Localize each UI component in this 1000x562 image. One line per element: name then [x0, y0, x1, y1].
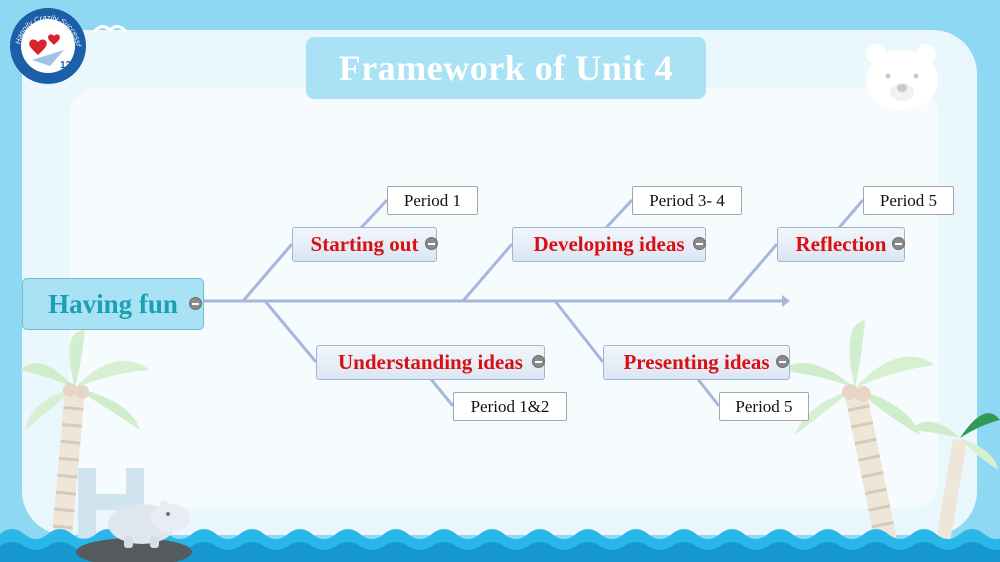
branch-label: Reflection	[795, 232, 887, 256]
content-panel	[70, 88, 938, 508]
branch-connector	[726, 243, 779, 302]
period-connector	[695, 377, 721, 407]
root-node-having-fun[interactable]: Having fun	[22, 278, 204, 330]
period-connector	[358, 198, 389, 231]
collapse-toggle-icon[interactable]	[693, 237, 706, 250]
collapse-toggle-icon[interactable]	[189, 297, 202, 310]
branch-starting-out[interactable]: Starting out	[292, 227, 437, 262]
branch-understanding-ideas[interactable]: Understanding ideas	[316, 345, 545, 380]
branch-developing-ideas[interactable]: Developing ideas	[512, 227, 706, 262]
period-label: Period 5	[879, 190, 938, 210]
palm-tree-icon	[20, 330, 150, 561]
collapse-toggle-icon[interactable]	[425, 237, 438, 250]
branch-presenting-ideas[interactable]: Presenting ideas	[603, 345, 790, 380]
period-connector	[836, 199, 865, 230]
logo-badge-number: 13	[60, 60, 72, 71]
collapse-toggle-icon[interactable]	[532, 355, 545, 368]
title-banner: Framework of Unit 4	[306, 37, 706, 99]
slide-title: Framework of Unit 4	[338, 48, 674, 88]
period-label: Period 5	[735, 396, 793, 416]
branch-label: Understanding ideas	[338, 350, 523, 374]
period-connector	[603, 198, 634, 231]
period-label: Period 1&2	[470, 396, 550, 416]
branch-connector	[263, 300, 318, 363]
spine-arrowhead	[782, 295, 790, 307]
seagull-icon	[92, 25, 128, 33]
school-logo: Happily Crazily Successfully 13	[8, 6, 86, 84]
branch-label: Developing ideas	[533, 232, 685, 256]
branch-label: Presenting ideas	[623, 350, 770, 374]
branch-label: Starting out	[310, 232, 419, 256]
period-tag-starting-out: Period 1	[387, 186, 478, 215]
period-label: Period 3- 4	[649, 190, 725, 210]
polar-bear-icon	[866, 44, 938, 110]
branch-reflection[interactable]: Reflection	[777, 227, 905, 262]
period-connector	[428, 377, 455, 407]
period-label: Period 1	[403, 190, 462, 210]
period-tag-presenting-ideas: Period 5	[719, 392, 809, 421]
collapse-toggle-icon[interactable]	[892, 237, 905, 250]
period-tag-reflection: Period 5	[863, 186, 954, 215]
period-tag-developing-ideas: Period 3- 4	[632, 186, 742, 215]
water-waves-icon	[0, 529, 1000, 562]
branch-connector	[553, 300, 605, 363]
branch-connector	[461, 243, 514, 302]
branch-connector	[241, 243, 294, 302]
collapse-toggle-icon[interactable]	[776, 355, 789, 368]
hippo-icon	[76, 500, 192, 562]
period-tag-understanding-ideas: Period 1&2	[453, 392, 567, 421]
root-node-label: Having fun	[48, 288, 178, 319]
